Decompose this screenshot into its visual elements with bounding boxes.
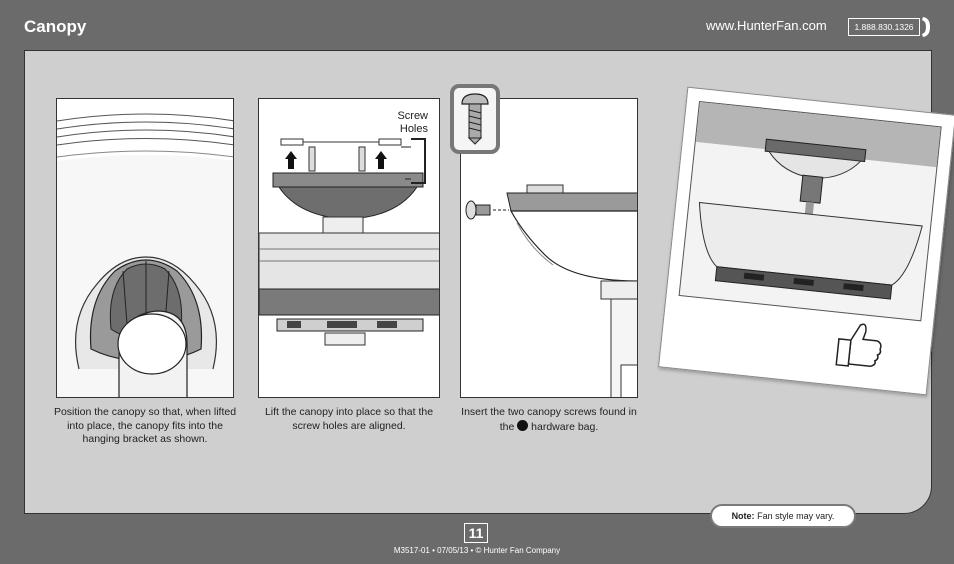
step2-illustration [258,98,440,398]
footer-text: M3517-01 • 07/05/13 • © Hunter Fan Compa… [393,546,561,555]
step3-caption-post: hardware bag. [531,420,599,433]
installed-fan-photo [658,86,954,396]
hardware-bag-dot-icon [517,419,529,431]
note-box: Note: Fan style may vary. [710,504,856,528]
step3-illustration [460,98,638,398]
step3-caption: Insert the two canopy screws found in th… [456,406,642,434]
step1-caption: Position the canopy so that, when lifted… [53,406,237,445]
phone-number: 1.888.830.1326 [848,18,920,36]
screw-icon [461,93,489,145]
step1-illustration [56,98,234,398]
step3-caption-pre: Insert the two canopy screws found in th… [461,406,637,433]
thumbs-up-icon [835,323,882,368]
page-number: 11 [464,523,488,543]
photo-image [678,100,942,322]
screw-holes-label: Screw Holes [397,110,428,135]
step2-caption: Lift the canopy into place so that the s… [264,406,434,432]
note-label: Note: [731,511,755,521]
website-url[interactable]: www.HunterFan.com [706,18,827,33]
page-title: Canopy [24,17,87,36]
screw-callout [450,84,500,154]
note-text: Fan style may vary. [757,511,835,521]
phone-handset-icon [922,17,930,37]
